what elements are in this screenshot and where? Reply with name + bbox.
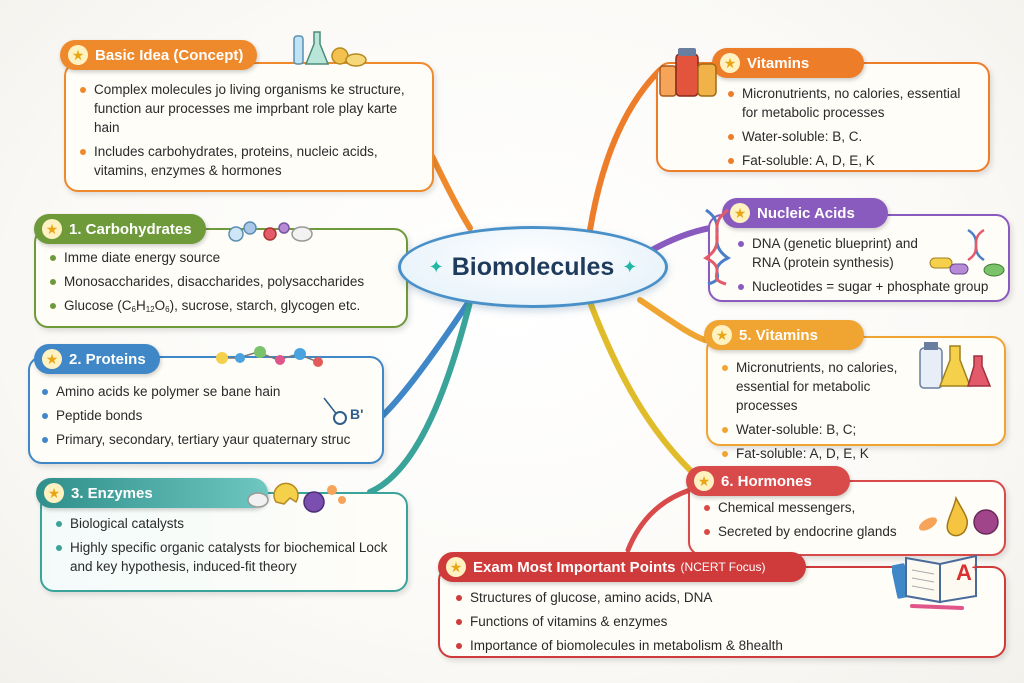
enzymes-point: Highly specific organic catalysts for bi… xyxy=(52,538,396,576)
exam-point: Functions of vitamins & enzymes xyxy=(452,612,994,631)
sparkle-icon: ✦ xyxy=(622,256,638,277)
star-icon: ★ xyxy=(730,203,750,223)
vitamins-top-point: Water-soluble: B, C. xyxy=(724,127,978,146)
vitamin-flasks-icon xyxy=(919,342,992,389)
proteins-card: Amino acids ke polymer se bane hain Pept… xyxy=(28,356,384,464)
connector-exam xyxy=(625,487,693,553)
vitamins-top-point: Fat-soluble: A, D, E, K xyxy=(724,151,978,170)
center-node: ✦ Biomolecules ✦ xyxy=(398,226,668,308)
star-icon: ★ xyxy=(712,325,732,345)
hormone-drops-icon xyxy=(918,495,999,537)
nucleic-acids-card: DNA (genetic blueprint) and RNA (protein… xyxy=(708,214,1010,302)
vitamins5-point: Micronutrients, no calories, essential f… xyxy=(718,358,994,415)
vitamins5-point: Fat-soluble: A, D, E, K xyxy=(718,444,994,463)
grade-label: A+ xyxy=(956,560,979,585)
lab-flasks-icon xyxy=(293,31,367,67)
nucleic-acids-title: ★ Nucleic Acids xyxy=(722,198,888,228)
star-icon: ★ xyxy=(720,53,740,73)
nucleic-point: DNA (genetic blueprint) and RNA (protein… xyxy=(734,234,944,272)
enzymes-title: ★ 3. Enzymes xyxy=(36,478,268,508)
hormones-point: Chemical messengers, xyxy=(700,498,994,517)
star-icon: ★ xyxy=(68,45,88,65)
hormones-title: ★ 6. Hormones xyxy=(686,466,850,496)
dna-helix-icon xyxy=(703,208,731,286)
basic-idea-title: ★ Basic Idea (Concept) xyxy=(60,40,258,70)
enzymes-point: Biological catalysts xyxy=(52,514,396,533)
star-icon: ★ xyxy=(44,483,64,503)
connector-hormones xyxy=(587,299,693,473)
carbohydrates-title: ★ 1. Carbohydrates xyxy=(34,214,206,244)
sugar-molecules-icon xyxy=(228,221,313,242)
hormones-point: Secreted by endocrine glands xyxy=(700,522,994,541)
star-icon: ★ xyxy=(42,219,62,239)
vitamins-top-title: ★ Vitamins xyxy=(712,48,864,78)
dna-pills-icon xyxy=(929,228,1005,277)
enzymes-card: Biological catalysts Highly specific org… xyxy=(40,492,408,592)
star-icon: ★ xyxy=(446,557,466,577)
basic-point: Complex molecules jo living organisms ke… xyxy=(76,80,418,137)
connector-vitamins-top xyxy=(587,67,663,233)
exam-point: Structures of glucose, amino acids, DNA xyxy=(452,588,994,607)
carbohydrates-card: Imme diate energy source Monosaccharides… xyxy=(34,228,408,328)
connector-proteins xyxy=(377,297,473,421)
vitamins5-title: ★ 5. Vitamins xyxy=(704,320,864,350)
connector-nucleic xyxy=(649,225,713,253)
book-icon xyxy=(892,554,977,610)
enzyme-substrate-icon xyxy=(247,482,346,513)
proteins-title: ★ 2. Proteins xyxy=(34,344,160,374)
nucleic-point: Nucleotides = sugar + phosphate group xyxy=(734,277,1000,296)
carbs-point-glucose: Glucose (C6H12O6), sucrose, starch, glyc… xyxy=(46,296,396,319)
basic-idea-card: Complex molecules jo living organisms ke… xyxy=(64,62,434,192)
carbs-point: Monosaccharides, disaccharides, polysacc… xyxy=(46,272,396,291)
proteins-point: Peptide bonds xyxy=(38,406,374,425)
star-icon: ★ xyxy=(694,471,714,491)
exam-title: ★ Exam Most Important Points (NCERT Focu… xyxy=(438,552,806,582)
vitamins5-point: Water-soluble: B, C; xyxy=(718,420,994,439)
peptide-label: B' xyxy=(350,406,364,422)
star-icon: ★ xyxy=(42,349,62,369)
sparkle-icon: ✦ xyxy=(428,256,444,277)
connector-enzymes xyxy=(367,299,473,495)
proteins-point: Amino acids ke polymer se bane hain xyxy=(38,382,374,401)
basic-point: Includes carbohydrates, proteins, nuclei… xyxy=(76,142,418,180)
peptide-bond-icon xyxy=(323,397,347,425)
proteins-point: Primary, secondary, tertiary yaur quater… xyxy=(38,430,374,449)
carbs-point: Imme diate energy source xyxy=(46,248,396,267)
center-title: Biomolecules xyxy=(451,252,615,281)
vitamin-bottles-icon xyxy=(659,48,717,97)
exam-point: Importance of biomolecules in metabolism… xyxy=(452,636,994,655)
vitamins-top-point: Micronutrients, no calories, essential f… xyxy=(724,84,978,122)
connector-vitamins5 xyxy=(637,297,708,343)
amino-chain-icon xyxy=(216,346,323,367)
